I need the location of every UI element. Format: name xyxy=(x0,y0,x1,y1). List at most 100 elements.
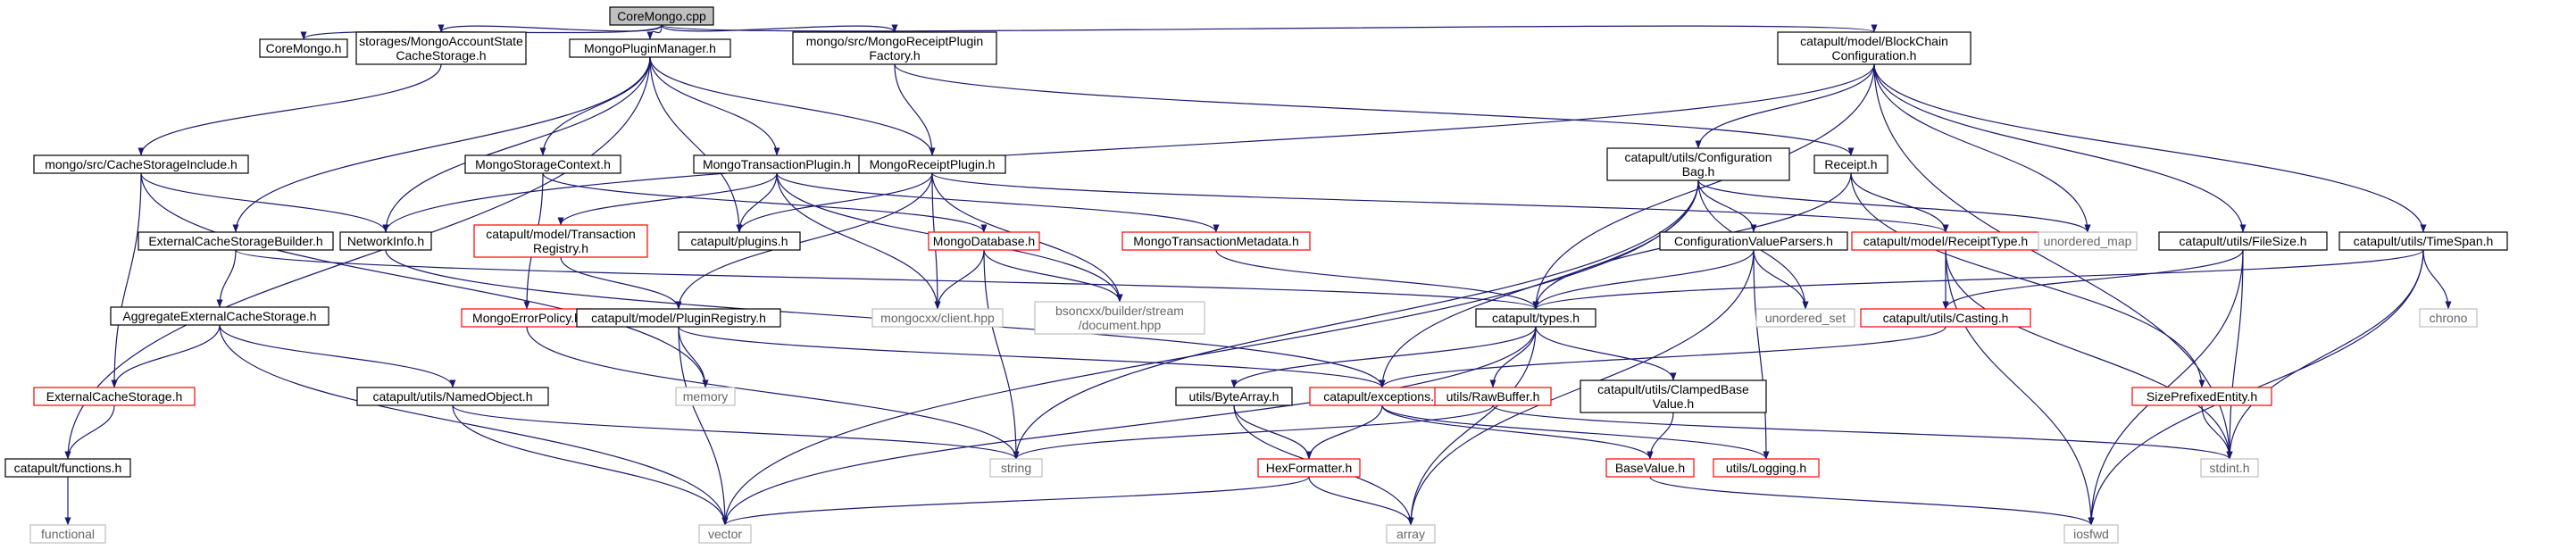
node-box xyxy=(1475,308,1596,328)
node-label: vector xyxy=(708,527,742,541)
node-coremongo_h[interactable]: CoreMongo.h xyxy=(259,38,348,58)
node-receipt_h[interactable]: Receipt.h xyxy=(1813,154,1888,174)
node-mongo_transaction_metadata[interactable]: MongoTransactionMetadata.h xyxy=(1121,231,1311,251)
node-box xyxy=(1434,387,1552,406)
edge-catapult_types-to-vector xyxy=(721,326,1537,526)
node-external_cache_storage[interactable]: ExternalCacheStorage.h xyxy=(33,387,196,406)
node-box xyxy=(33,387,196,406)
node-label: bsoncxx/builder/stream xyxy=(1055,304,1184,318)
node-bsoncxx_document[interactable]: bsoncxx/builder/stream/document.hpp xyxy=(1034,301,1205,335)
node-label: functional xyxy=(41,527,95,541)
node-utils_logging[interactable]: utils/Logging.h xyxy=(1713,458,1820,478)
node-cache_storage_include[interactable]: mongo/src/CacheStorageInclude.h xyxy=(33,154,249,174)
node-catapult_plugins[interactable]: catapult/plugins.h xyxy=(678,231,801,251)
edge-mongo_plugin_manager-to-external_cache_storage_builder xyxy=(232,56,651,233)
node-box xyxy=(259,38,348,58)
node-label: CoreMongo.h xyxy=(266,41,342,55)
node-vector[interactable]: vector xyxy=(698,524,752,544)
node-mongo_transaction_plugin[interactable]: MongoTransactionPlugin.h xyxy=(693,154,861,174)
node-file_size[interactable]: catapult/utils/FileSize.h xyxy=(2158,231,2328,251)
edge-time_span-to-chrono xyxy=(2422,249,2452,310)
node-time_span[interactable]: catapult/utils/TimeSpan.h xyxy=(2338,231,2508,251)
node-mongo_database[interactable]: MongoDatabase.h xyxy=(928,231,1040,251)
node-size_prefixed_entity[interactable]: SizePrefixedEntity.h xyxy=(2131,387,2272,406)
node-box xyxy=(29,524,106,544)
node-iosfwd[interactable]: iosfwd xyxy=(2063,524,2119,544)
edge-mongo_transaction_metadata-to-catapult_types xyxy=(1215,249,1539,310)
node-label: MongoTransactionPlugin.h xyxy=(703,157,851,171)
node-label: catapult/model/BlockChain xyxy=(1800,34,1948,48)
node-box xyxy=(1713,458,1820,478)
edge-mongo_receipt_plugin-to-plugin_registry xyxy=(675,172,933,310)
node-aggregate_external_cache_storage[interactable]: AggregateExternalCacheStorage.h xyxy=(110,306,329,326)
node-plugin_registry[interactable]: catapult/model/PluginRegistry.h xyxy=(576,308,781,328)
node-string[interactable]: string xyxy=(989,458,1043,478)
node-box xyxy=(698,524,752,544)
edge-catapult_types-to-clamped_base_value xyxy=(1535,326,1677,381)
node-configuration_value_parsers[interactable]: ConfigurationValueParsers.h xyxy=(1659,231,1848,251)
edge-configuration_value_parsers-to-unordered_set xyxy=(1753,249,1809,310)
edge-mongo_transaction_plugin-to-catapult_plugins xyxy=(736,172,778,233)
node-box xyxy=(2131,387,2272,406)
node-label: MongoDatabase.h xyxy=(933,234,1035,248)
node-label: utils/Logging.h xyxy=(1726,461,1806,475)
node-receipt_type[interactable]: catapult/model/ReceiptType.h xyxy=(1851,231,2040,251)
edge-plugin_registry-to-memory xyxy=(678,326,709,388)
node-coremongo_cpp[interactable]: CoreMongo.cpp xyxy=(609,6,714,26)
node-named_object[interactable]: catapult/utils/NamedObject.h xyxy=(356,387,549,406)
edge-configuration_value_parsers-to-catapult_types xyxy=(1532,249,1755,310)
node-memory[interactable]: memory xyxy=(675,387,736,406)
node-catapult_types[interactable]: catapult/types.h xyxy=(1475,308,1596,328)
node-label: BaseValue.h xyxy=(1615,461,1685,475)
node-label: array xyxy=(1396,527,1425,541)
node-hex_formatter[interactable]: HexFormatter.h xyxy=(1257,458,1361,478)
node-label: catapult/utils/ClampedBase xyxy=(1597,382,1749,396)
node-label: CoreMongo.cpp xyxy=(617,9,706,23)
edge-configuration_bag-to-unordered_map xyxy=(1697,179,2091,233)
node-label: Factory.h xyxy=(869,48,920,62)
node-box xyxy=(138,231,334,251)
node-box xyxy=(1755,308,1855,328)
node-box xyxy=(1860,308,2031,328)
node-label: catapult/model/PluginRegistry.h xyxy=(591,311,766,325)
node-unordered_map[interactable]: unordered_map xyxy=(2038,231,2138,251)
node-raw_buffer[interactable]: utils/RawBuffer.h xyxy=(1434,387,1552,406)
node-catapult_exceptions[interactable]: catapult/exceptions.h xyxy=(1309,387,1455,406)
node-stdint[interactable]: stdint.h xyxy=(2200,458,2259,478)
node-label: Registry.h xyxy=(533,241,588,255)
node-label: SizePrefixedEntity.h xyxy=(2147,389,2257,404)
node-base_value[interactable]: BaseValue.h xyxy=(1605,458,1695,478)
node-mongo_storage_context[interactable]: MongoStorageContext.h xyxy=(464,154,621,174)
node-array[interactable]: array xyxy=(1386,524,1436,544)
node-byte_array[interactable]: utils/ByteArray.h xyxy=(1175,387,1293,406)
node-catapult_casting[interactable]: catapult/utils/Casting.h xyxy=(1860,308,2031,328)
edge-transaction_registry-to-plugin_registry xyxy=(560,256,682,310)
node-external_cache_storage_builder[interactable]: ExternalCacheStorageBuilder.h xyxy=(138,231,334,251)
node-label: MongoPluginManager.h xyxy=(584,41,716,55)
node-label: storages/MongoAccountState xyxy=(359,34,523,48)
node-box xyxy=(2338,231,2508,251)
node-box xyxy=(1121,231,1311,251)
node-chrono[interactable]: chrono xyxy=(2419,308,2478,328)
node-mongo_error_policy[interactable]: MongoErrorPolicy.h xyxy=(461,308,593,328)
node-unordered_set[interactable]: unordered_set xyxy=(1755,308,1855,328)
node-box xyxy=(1034,301,1205,335)
node-network_info[interactable]: NetworkInfo.h xyxy=(339,231,432,251)
node-mongo_plugin_manager[interactable]: MongoPluginManager.h xyxy=(569,38,731,58)
node-label: ExternalCacheStorageBuilder.h xyxy=(148,234,322,248)
node-mongo_receipt_plugin[interactable]: MongoReceiptPlugin.h xyxy=(858,154,1006,174)
node-box xyxy=(2063,524,2119,544)
node-functional[interactable]: functional xyxy=(29,524,106,544)
node-box xyxy=(989,458,1043,478)
node-catapult_functions[interactable]: catapult/functions.h xyxy=(4,458,131,478)
node-label: catapult/functions.h xyxy=(14,461,122,475)
node-mongocxx_client[interactable]: mongocxx/client.hpp xyxy=(871,308,1004,328)
edge-named_object-to-string xyxy=(452,404,1020,460)
node-label: mongo/src/MongoReceiptPlugin xyxy=(806,34,983,48)
